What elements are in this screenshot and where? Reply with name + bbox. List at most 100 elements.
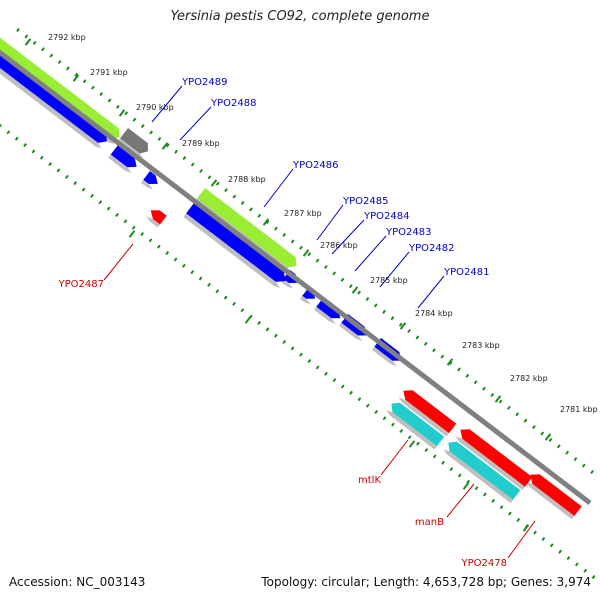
scale-dot <box>215 289 220 294</box>
scale-dot <box>232 194 237 199</box>
gene-leader-line <box>151 85 183 123</box>
scale-dot <box>157 136 162 141</box>
scale-dot <box>482 492 487 497</box>
scale-dot <box>140 231 145 237</box>
gene-label-ypo2489[interactable]: YPO2489 <box>181 77 227 88</box>
gene-leader-line <box>331 219 365 255</box>
scale-dot <box>465 373 470 378</box>
gene-label-ypo2487[interactable]: YPO2487 <box>58 279 104 290</box>
major-tick <box>72 74 80 82</box>
major-tick <box>408 440 416 448</box>
scale-dot <box>165 143 170 148</box>
scale-dot <box>323 264 328 270</box>
scale-dot <box>349 390 353 395</box>
scale-dot <box>307 359 312 364</box>
scale-dot <box>499 505 504 510</box>
rna-feature-arrow <box>386 402 445 450</box>
scale-dot <box>498 399 503 404</box>
gene-label-ypo2486[interactable]: YPO2486 <box>292 160 338 171</box>
scale-dot <box>591 575 596 580</box>
scale-dot <box>566 555 571 561</box>
scale-dot <box>523 418 528 423</box>
gene-label-manb[interactable]: manB <box>415 517 444 528</box>
orf-arrow <box>0 30 120 145</box>
gene-label-ypo2478[interactable]: YPO2478 <box>461 558 507 569</box>
scale-dot <box>441 460 445 465</box>
scale-dot <box>407 435 412 440</box>
reverse-gene-arrow <box>398 390 457 437</box>
major-tick <box>494 395 502 403</box>
major-tick <box>118 109 126 117</box>
gene-label-ypo2484[interactable]: YPO2484 <box>363 211 409 222</box>
scale-dot <box>66 66 70 71</box>
scale-dot <box>39 155 44 160</box>
scale-dot <box>558 549 562 554</box>
tick-label: 2782 kbp <box>510 374 548 383</box>
scale-dot <box>541 536 546 542</box>
scale-dot <box>90 193 94 198</box>
scale-dot <box>182 156 187 161</box>
scale-dot <box>48 162 53 167</box>
reverse-gene-arrow <box>455 429 533 491</box>
scale-dot <box>583 568 588 573</box>
scale-dot <box>49 53 54 58</box>
scale-dot <box>190 162 195 167</box>
scale-dot <box>24 34 29 39</box>
scale-dot <box>432 348 436 353</box>
scale-dot <box>565 450 570 455</box>
scale-dot <box>508 511 512 516</box>
scale-dot <box>516 517 521 522</box>
gene-leader-line <box>316 204 344 241</box>
gene-label-mtlk[interactable]: mtlK <box>358 475 381 486</box>
tick-label: 2791 kbp <box>90 68 128 77</box>
scale-dot <box>432 454 437 459</box>
scale-dot <box>324 371 328 376</box>
gene-label-ypo2488[interactable]: YPO2488 <box>210 98 256 109</box>
scale-dot <box>265 327 270 332</box>
scale-dot <box>423 341 428 346</box>
major-tick <box>522 524 530 532</box>
scale-dot <box>74 72 79 77</box>
scale-dot <box>507 405 511 410</box>
scale-dot <box>73 181 78 186</box>
scale-dot <box>365 296 370 302</box>
scale-dot <box>474 486 479 491</box>
scale-dot <box>340 384 345 389</box>
major-tick <box>399 322 407 330</box>
tick-label: 2787 kbp <box>284 209 322 218</box>
backbone <box>0 49 592 505</box>
scale-dot <box>99 92 104 97</box>
scale-dot <box>14 136 19 141</box>
scale-dot <box>223 295 228 300</box>
inner-scale-track <box>0 123 596 580</box>
scale-dot <box>332 271 337 276</box>
scale-dot <box>448 361 453 366</box>
scale-dot <box>274 226 278 231</box>
forward-gene-arrow <box>140 171 158 190</box>
scale-dot <box>581 463 586 468</box>
gene-label-ypo2483[interactable]: YPO2483 <box>385 227 431 238</box>
scale-dot <box>556 444 561 449</box>
major-tick <box>244 316 252 324</box>
scale-dot <box>540 431 545 436</box>
scale-dot <box>299 352 303 357</box>
scale-dot <box>98 200 103 205</box>
gene-leader-line <box>446 483 475 518</box>
scale-dot <box>107 98 112 103</box>
gene-leader-line <box>417 275 445 309</box>
gene-label-ypo2481[interactable]: YPO2481 <box>443 267 489 278</box>
genome-summary-text: Topology: circular; Length: 4,653,728 bp… <box>261 575 591 589</box>
scale-dot <box>32 40 37 45</box>
tick-label: 2789 kbp <box>182 139 220 148</box>
gene-label-ypo2485[interactable]: YPO2485 <box>342 196 388 207</box>
scale-dot <box>373 303 378 308</box>
outer-scale-track <box>16 27 594 474</box>
tick-label: 2781 kbp <box>560 405 598 414</box>
scale-dot <box>382 309 386 314</box>
major-tick <box>302 249 310 257</box>
scale-dot <box>56 168 61 173</box>
gene-label-ypo2482[interactable]: YPO2482 <box>408 243 454 254</box>
scale-dot <box>382 416 387 421</box>
scale-dot <box>348 284 353 289</box>
